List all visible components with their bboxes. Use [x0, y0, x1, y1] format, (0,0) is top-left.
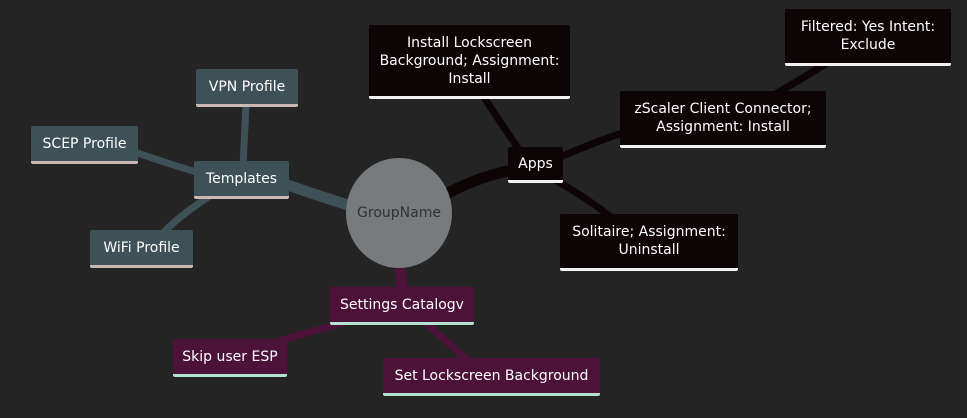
node-wifi-profile[interactable]: WiFi Profile	[90, 230, 193, 268]
edge-root-templates	[282, 179, 354, 211]
edge-apps-zscaler	[556, 128, 629, 161]
edge-templates-scep	[134, 149, 200, 176]
node-skip-user-esp[interactable]: Skip user ESP	[173, 339, 287, 377]
node-scep-profile[interactable]: SCEP Profile	[31, 126, 138, 164]
edge-settings-lockscreen	[421, 318, 474, 366]
node-settings-catalog-label: Settings Catalogv	[340, 296, 464, 313]
edge-templates-wifi	[158, 192, 214, 238]
node-vpn-profile-label: VPN Profile	[208, 78, 286, 95]
node-wifi-profile-label: WiFi Profile	[103, 239, 180, 256]
node-templates-label: Templates	[205, 170, 278, 187]
edge-apps-solitaire	[551, 176, 616, 222]
node-app-filtered[interactable]: Filtered: Yes Intent: Exclude	[785, 9, 951, 66]
node-app-lockscreen-background[interactable]: Install Lockscreen Background; Assignmen…	[369, 25, 570, 99]
node-settings-catalog[interactable]: Settings Catalogv	[330, 287, 474, 325]
node-set-lockscreen-background[interactable]: Set Lockscreen Background	[383, 358, 600, 396]
edge-apps-lockscreen	[478, 90, 524, 155]
edge-templates-vpn	[239, 102, 250, 169]
node-app-filtered-label: Filtered: Yes Intent: Exclude	[800, 19, 936, 53]
node-scep-profile-label: SCEP Profile	[42, 135, 127, 152]
edge-root-apps	[442, 164, 518, 199]
node-apps[interactable]: Apps	[508, 147, 563, 183]
node-skip-user-esp-label: Skip user ESP	[182, 348, 278, 365]
node-app-solitaire-label: Solitaire; Assignment: Uninstall	[572, 224, 726, 258]
node-app-zscaler-label: zScaler Client Connector; Assignment: In…	[634, 101, 812, 135]
node-app-solitaire[interactable]: Solitaire; Assignment: Uninstall	[560, 214, 738, 271]
node-apps-label: Apps	[518, 155, 553, 172]
node-templates[interactable]: Templates	[194, 161, 289, 199]
root-node[interactable]: GroupName	[346, 158, 452, 268]
node-vpn-profile[interactable]: VPN Profile	[196, 69, 298, 107]
node-app-lockscreen-background-label: Install Lockscreen Background; Assignmen…	[379, 34, 560, 87]
root-label: GroupName	[357, 205, 441, 221]
node-app-zscaler[interactable]: zScaler Client Connector; Assignment: In…	[620, 91, 826, 148]
node-set-lockscreen-background-label: Set Lockscreen Background	[394, 367, 589, 384]
